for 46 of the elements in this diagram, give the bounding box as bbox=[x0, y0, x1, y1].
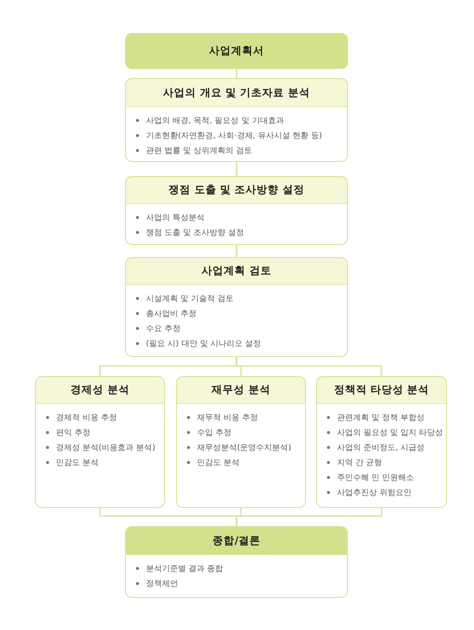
bullet-item: 사업의 필요성 및 입지 타당성 bbox=[337, 428, 444, 437]
title-box bbox=[125, 33, 348, 69]
bullet-item: 사업추진상 위험요인 bbox=[337, 488, 412, 497]
connector-line bbox=[236, 508, 382, 526]
bullet-item: 쟁점 도출 및 조사방향 설정 bbox=[146, 228, 244, 237]
bullet-item: 민감도 분석 bbox=[56, 458, 99, 467]
connector-line bbox=[236, 69, 238, 78]
bullet-item: 재무적 비용 추정 bbox=[197, 413, 258, 422]
bullet-item: 편익 추정 bbox=[56, 428, 91, 437]
bullet-item: (필요 시) 대안 및 시나리오 설정 bbox=[146, 339, 261, 348]
title-box bbox=[125, 526, 348, 598]
bullet-item: 총사업비 추정 bbox=[146, 309, 197, 318]
bullet-item: 주민수혜 민 민원해소 bbox=[337, 473, 414, 482]
step-box bbox=[125, 257, 348, 357]
bullet-item: 시설계획 및 기술적 검토 bbox=[146, 294, 234, 303]
bullet-item: 민감도 분석 bbox=[197, 458, 240, 467]
box-heading: 쟁점 도출 및 조사방향 설정 bbox=[168, 183, 304, 197]
box-heading: 사업의 개요 및 기초자료 분석 bbox=[163, 86, 310, 100]
bullet-item: 관련 법률 및 상위계획의 검토 bbox=[146, 146, 252, 155]
bullet-item: 지역 간 균형 bbox=[337, 458, 382, 467]
bullet-item: 사업의 배경, 목적, 필요성 및 기대효과 bbox=[146, 116, 284, 125]
box-heading: 재무성 분석 bbox=[212, 383, 270, 397]
box-heading: 경제성 분석 bbox=[70, 383, 130, 397]
bullet-item: 관련계획 및 정책 부합성 bbox=[337, 413, 425, 422]
step-box bbox=[125, 78, 348, 162]
bullet-item: 기초현황(자연환경, 사회·경제, 유사시설 현황 등) bbox=[146, 131, 322, 140]
connector-line bbox=[236, 357, 382, 376]
step-box bbox=[35, 376, 165, 508]
box-heading: 종합/결론 bbox=[212, 534, 260, 548]
box-heading: 사업계획서 bbox=[209, 44, 264, 58]
bullet-item: 사업의 준비정도, 시급성 bbox=[337, 443, 425, 452]
box-heading: 사업계획 검토 bbox=[202, 264, 272, 278]
bullet-item: 경제적 비용 추정 bbox=[56, 413, 118, 422]
step-box bbox=[316, 376, 447, 508]
bullet-item: 수요 추정 bbox=[146, 324, 181, 333]
bullet-item: 사업의 특성분석 bbox=[146, 213, 205, 222]
bullet-item: 정책제언 bbox=[146, 579, 178, 588]
step-box bbox=[125, 176, 348, 245]
connector-line bbox=[236, 162, 238, 176]
bullet-item: 경제성 분석(비용효과 분석) bbox=[56, 443, 156, 452]
bullet-item: 수입 추정 bbox=[197, 428, 232, 437]
step-box bbox=[176, 376, 306, 508]
bullet-item: 재무성분석(운영수지분석) bbox=[197, 443, 292, 452]
box-heading: 정책적 타당성 분석 bbox=[334, 383, 430, 397]
bullet-item: 분석기준별 결과 종합 bbox=[146, 564, 224, 573]
connector-line bbox=[236, 245, 238, 257]
